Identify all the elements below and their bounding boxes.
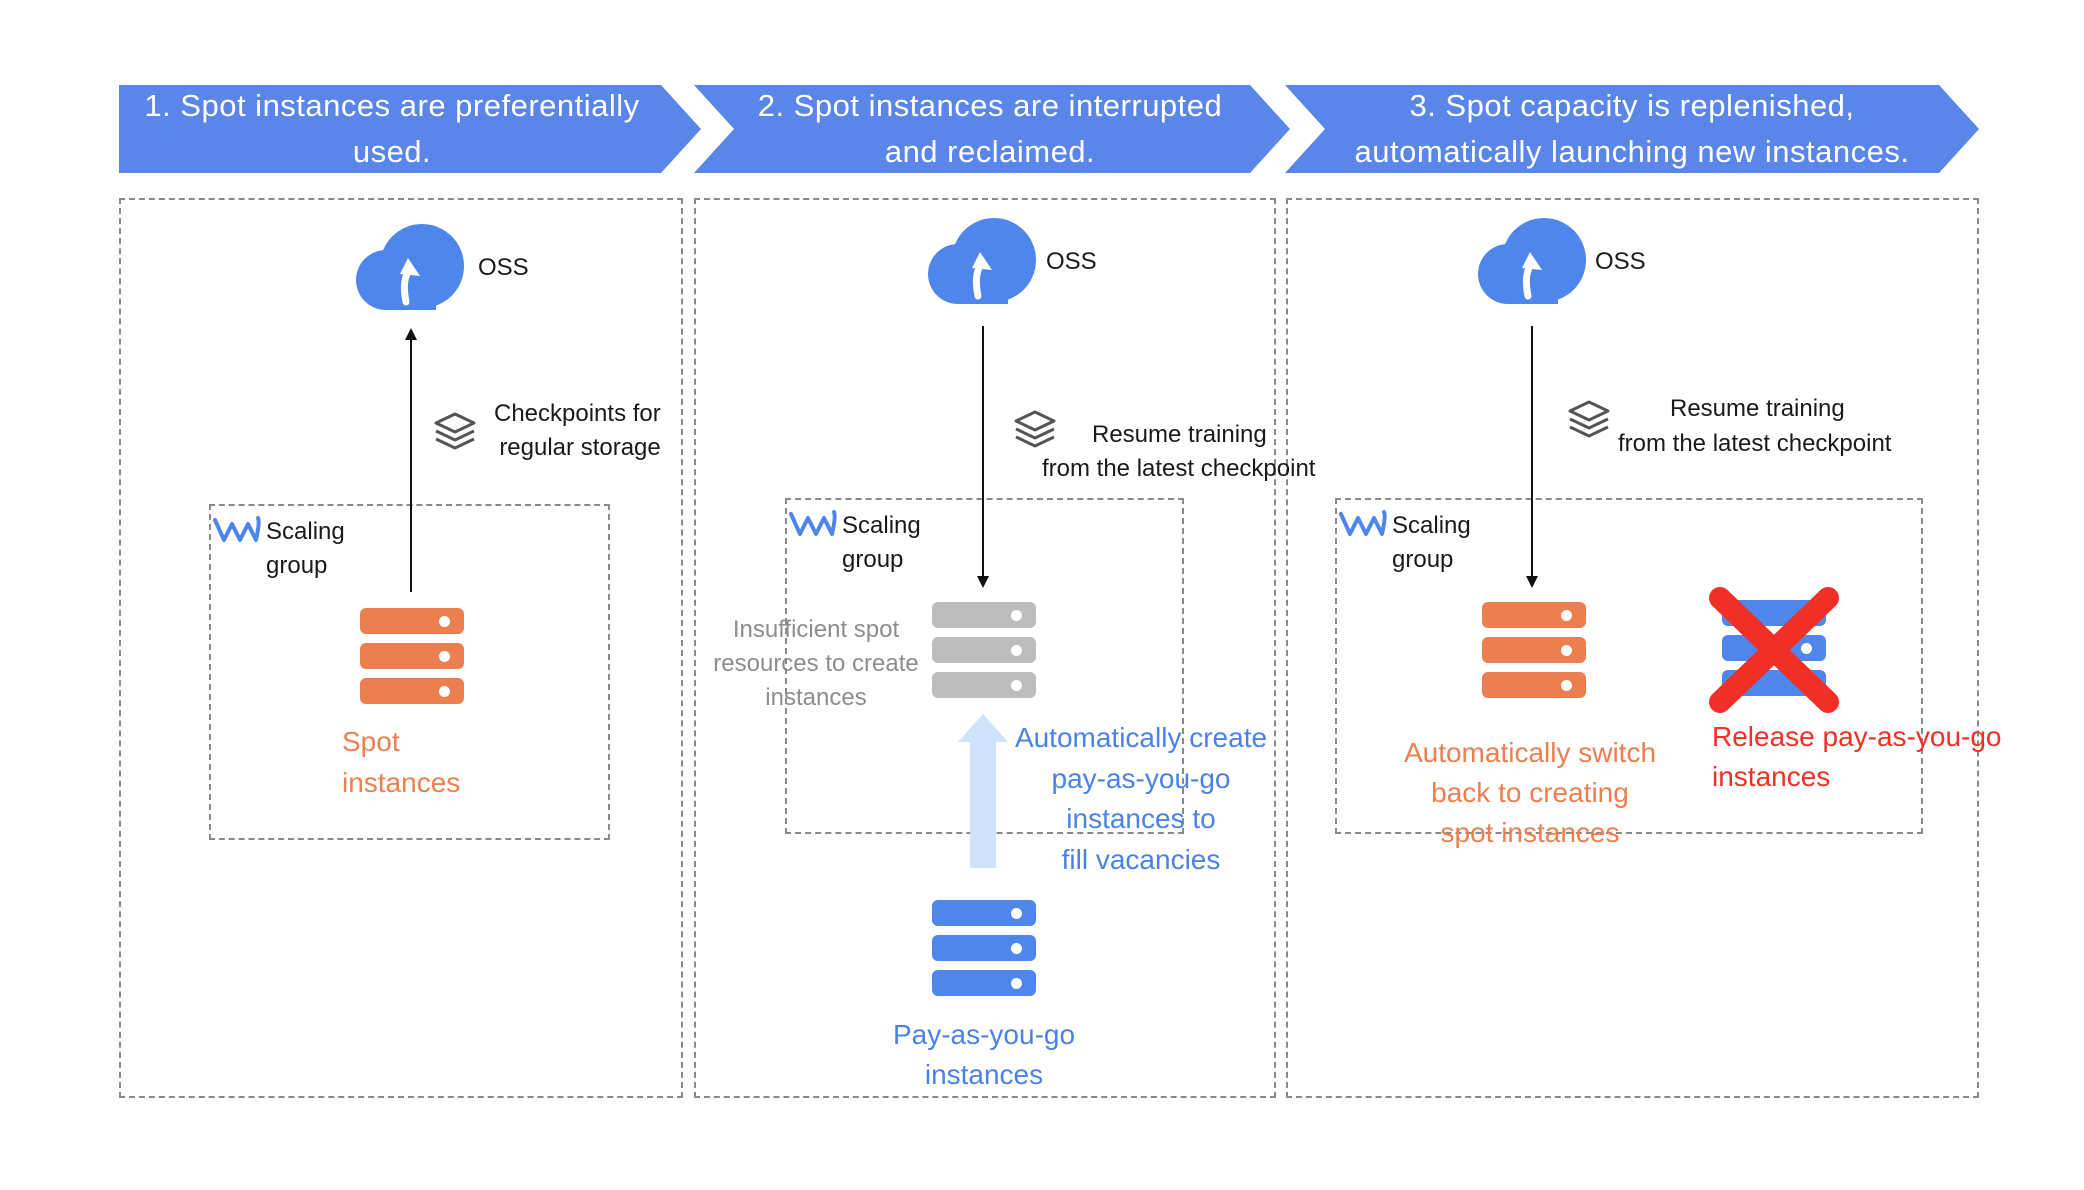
auto-create-label-2: pay-as-you-go <box>1051 763 1231 794</box>
scaling-group-box-3 <box>1335 498 1923 834</box>
checkpoint-arrow <box>405 328 417 592</box>
release-cross-icon <box>1709 587 1839 713</box>
scaling-group-icon <box>213 516 261 542</box>
scaling-group-label-2: group <box>1392 546 1454 573</box>
oss-label: OSS <box>1046 248 1097 275</box>
step-2-banner: 2. Spot instances are interrupted and re… <box>694 85 1290 173</box>
auto-create-label-4: fill vacancies <box>1061 844 1221 875</box>
scaling-group-icon <box>789 510 837 536</box>
oss-label: OSS <box>478 254 529 281</box>
step-1-label: 1. Spot instances are preferentially use… <box>144 88 640 169</box>
step-2-label: 2. Spot instances are interrupted and re… <box>757 88 1223 169</box>
auto-create-label-1: Automatically create <box>1014 722 1268 753</box>
release-label-2: instances <box>1712 761 1831 792</box>
insufficient-label-3: instances <box>765 684 867 711</box>
payg-label-1: Pay-as-you-go <box>892 1019 1076 1050</box>
step-3-chevron <box>1285 85 1979 173</box>
scaling-group-label-2: group <box>842 546 904 573</box>
step-1-banner: 1. Spot instances are preferentially use… <box>119 85 701 173</box>
step-3-label: 3. Spot capacity is replenished, automat… <box>1354 88 1910 169</box>
scaling-group-label: Scaling <box>1392 512 1471 539</box>
step-3-banner: 3. Spot capacity is replenished, automat… <box>1285 85 1979 173</box>
checkpoint-label-line-1: Checkpoints for regular storage <box>494 397 661 465</box>
checkpoint-label-part-1: Checkpoints for <box>494 400 661 427</box>
scaling-group-label-2: group <box>266 552 328 579</box>
release-label-1: Release pay-as-you-go <box>1712 721 2002 752</box>
resume-label-line-2: from the latest checkpoint <box>1618 430 1892 457</box>
insufficient-label-2: resources to create <box>713 650 919 677</box>
oss-cloud-icon <box>1478 218 1586 304</box>
switch-back-label-1: Automatically switch <box>1403 737 1657 768</box>
resume-arrow <box>977 326 989 588</box>
spot-server-icon <box>1482 602 1586 702</box>
step-1-chevron <box>119 85 701 173</box>
resume-label-line-2: from the latest checkpoint <box>1042 455 1316 482</box>
layers-icon <box>1014 410 1056 448</box>
scaling-group-label: Scaling <box>266 518 345 545</box>
auto-create-label-3: instances to <box>1066 803 1216 834</box>
insufficient-label-1: Insufficient spot <box>732 616 900 643</box>
scaling-group-label: Scaling <box>842 512 921 539</box>
layers-icon <box>434 412 476 450</box>
scaling-group-icon <box>1339 510 1387 536</box>
switch-back-label-2: back to creating <box>1431 777 1629 808</box>
step-2-chevron <box>694 85 1290 173</box>
checkpoint-label-part-2: regular storage <box>499 434 661 461</box>
payg-label-2: instances <box>924 1059 1044 1090</box>
resume-label-line-1: Resume training <box>1092 421 1267 448</box>
spot-label-1: Spot <box>342 726 400 757</box>
oss-cloud-icon <box>356 224 464 310</box>
resume-arrow <box>1526 326 1538 588</box>
fill-vacancy-arrow <box>958 714 1008 868</box>
resume-label-line-1: Resume training <box>1670 395 1845 422</box>
interrupted-server-icon <box>932 602 1036 702</box>
spot-label-2: instances <box>342 767 461 798</box>
oss-cloud-icon <box>928 218 1036 304</box>
oss-label: OSS <box>1595 248 1646 275</box>
spot-server-icon <box>360 608 464 708</box>
panel-2 <box>694 198 1276 1098</box>
panel-3 <box>1286 198 1979 1098</box>
panel-1 <box>119 198 683 1098</box>
scaling-group-box-1 <box>209 504 610 840</box>
switch-back-label-3: spot instances <box>1440 817 1620 848</box>
layers-icon <box>1568 400 1610 438</box>
payg-server-icon <box>932 900 1036 1000</box>
